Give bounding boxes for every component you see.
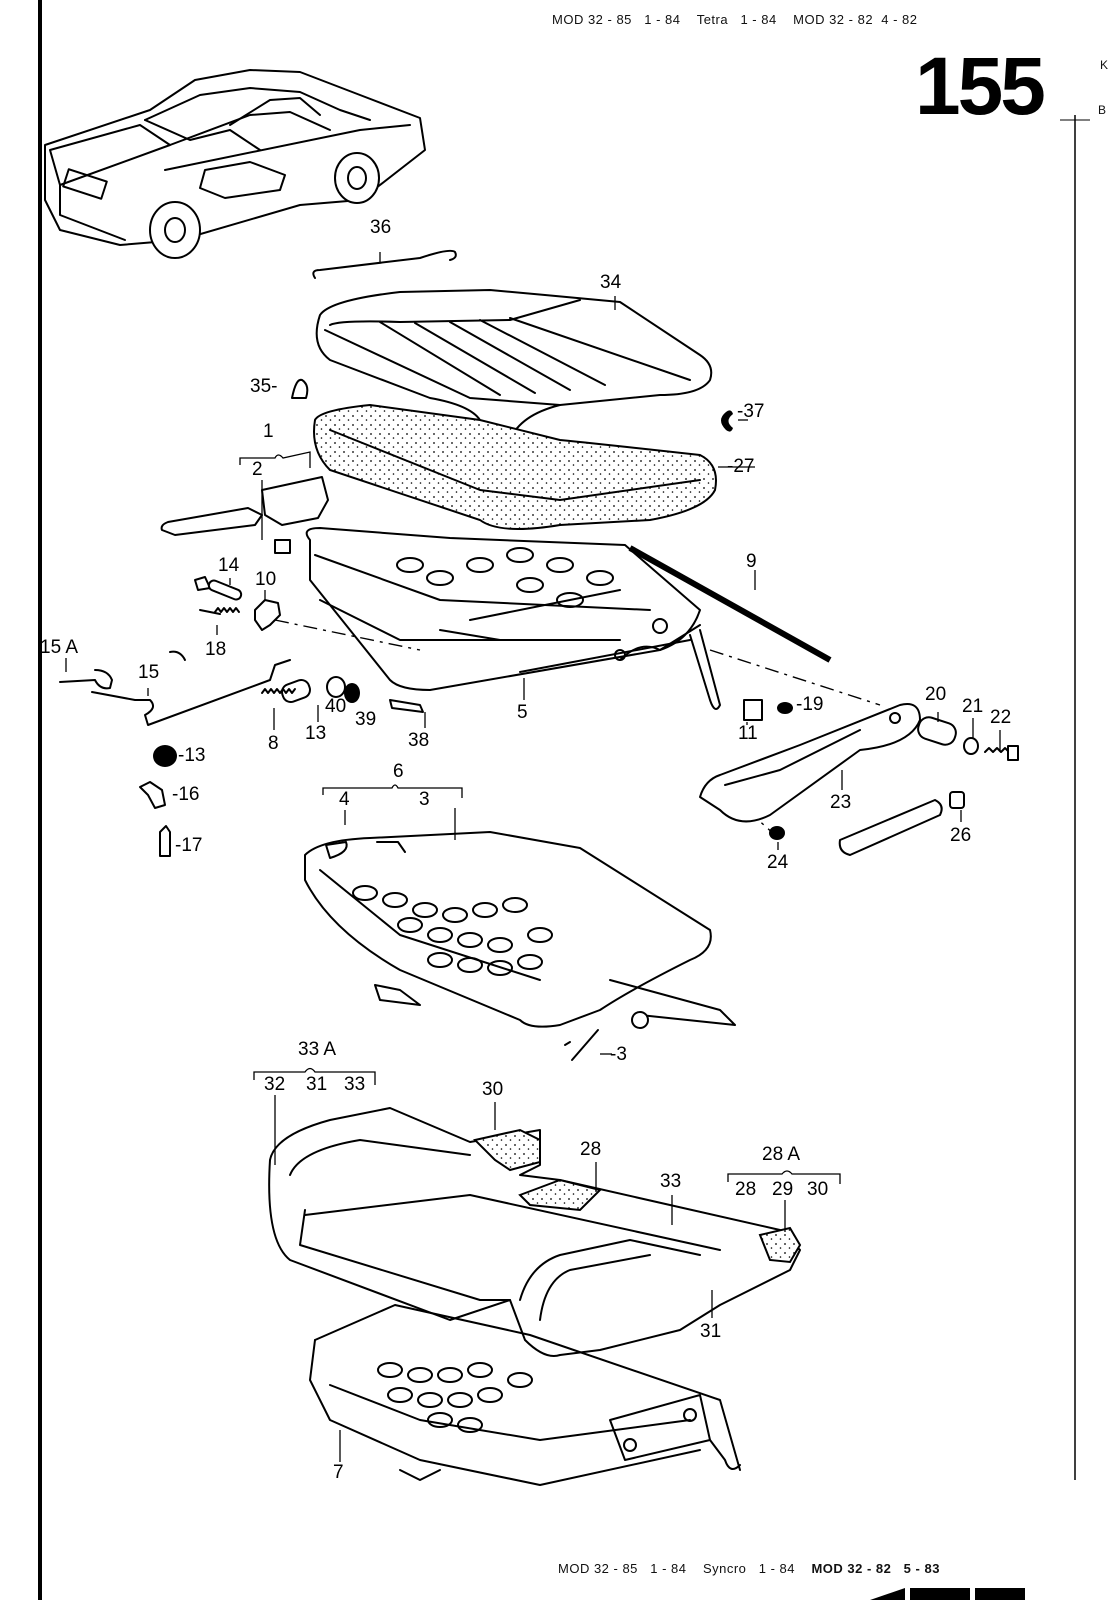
callout-30-group: 30	[807, 1179, 829, 1200]
part-36-wire	[312, 249, 457, 279]
callout-2: 2	[252, 459, 263, 480]
callout-3-spring: -3	[610, 1044, 627, 1065]
footer-bar-mark	[975, 1588, 1025, 1600]
car-locator-illustration	[44, 69, 426, 259]
callout-14: 14	[218, 555, 240, 576]
callout-21: 21	[962, 696, 984, 717]
part-7-seat-frame-lower	[309, 1304, 741, 1486]
part-34-seat-cover	[315, 289, 713, 445]
callout-17: -17	[175, 835, 203, 856]
callout-37: -37	[737, 401, 765, 422]
callout-27: -27	[727, 456, 755, 477]
callout-20: 20	[925, 684, 947, 705]
callout-36: 36	[370, 217, 392, 238]
callout-39: 39	[355, 709, 377, 730]
callout-22: 22	[990, 707, 1012, 728]
part-1-side-trim	[160, 451, 329, 554]
part-19-bolt	[777, 702, 793, 714]
part-5-seat-frame	[305, 527, 721, 710]
footer-bar-mark	[910, 1588, 970, 1600]
left-hardware-parts	[169, 576, 424, 713]
callout-15a: 15 A	[40, 637, 79, 658]
callout-28: 28	[580, 1139, 602, 1160]
callout-11: 11	[738, 723, 758, 744]
footer-triangle-mark	[870, 1588, 905, 1600]
part-24-screw	[769, 826, 785, 840]
part-26-tube	[838, 799, 943, 856]
part-2-clip	[274, 539, 291, 554]
model-header-bottom: MOD 32 - 85 1 - 84 Syncro 1 - 84 MOD 32 …	[558, 1561, 940, 1576]
part-13-bushing	[153, 745, 177, 767]
part-17-screw	[159, 825, 171, 857]
callout-10: 10	[255, 569, 277, 590]
model-header-bottom-a: MOD 32 - 85 1 - 84 Syncro 1 - 84	[558, 1561, 812, 1576]
callout-18: 18	[205, 639, 227, 660]
part-20-pin	[917, 716, 957, 746]
edge-letter-b: B	[1098, 103, 1107, 117]
callout-33-group: 33	[344, 1074, 366, 1095]
callout-7: 7	[333, 1462, 344, 1483]
callout-28a: 28 A	[762, 1144, 801, 1165]
callout-32: 32	[264, 1074, 286, 1095]
group-33a-brace	[253, 1067, 376, 1085]
page-number: 155	[915, 41, 1046, 132]
callout-6: 6	[393, 761, 404, 782]
callout-31-group: 31	[306, 1074, 328, 1095]
callout-3-group: 3	[419, 789, 430, 810]
callout-26: 26	[950, 825, 972, 846]
callout-40: 40	[325, 696, 347, 717]
group-6-brace	[322, 784, 463, 798]
callout-28-group: 28	[735, 1179, 757, 1200]
group-28a-brace	[727, 1170, 841, 1184]
part-16-bracket	[139, 781, 166, 809]
part-15-rod	[91, 659, 291, 726]
callout-23: 23	[830, 792, 852, 813]
part-21-washer	[963, 737, 979, 755]
callout-9: 9	[746, 551, 757, 572]
part-37-ring	[721, 410, 733, 432]
callout-33: 33	[660, 1171, 682, 1192]
callout-5: 5	[517, 702, 528, 723]
leader-lines	[65, 570, 1001, 1318]
callout-38: 38	[408, 730, 430, 751]
callout-1: 1	[263, 421, 274, 442]
callout-24: 24	[767, 852, 789, 873]
callout-15: 15	[138, 662, 160, 683]
part-15a-handle	[59, 669, 113, 690]
part-23-side-cover	[699, 703, 921, 823]
callout-35: 35-	[250, 376, 278, 397]
callout-16: -16	[172, 784, 200, 805]
callout-33a: 33 A	[298, 1039, 337, 1060]
callout-4: 4	[339, 789, 350, 810]
part-35-clip	[291, 378, 309, 399]
callout-8: 8	[268, 733, 279, 754]
part-33a-upholstery	[268, 1107, 802, 1357]
callout-19: -19	[796, 694, 824, 715]
callout-29: 29	[772, 1179, 794, 1200]
callout-34: 34	[600, 272, 622, 293]
part-6-seat-pan	[304, 831, 736, 1061]
callout-31: 31	[700, 1321, 722, 1342]
part-9-rail	[628, 545, 832, 663]
model-header-top: MOD 32 - 85 1 - 84 Tetra 1 - 84 MOD 32 -…	[552, 12, 918, 27]
edge-letter-k: K	[1100, 58, 1109, 72]
part-27-foam-cushion	[313, 403, 717, 530]
callout-30: 30	[482, 1079, 504, 1100]
model-header-bottom-b: MOD 32 - 82 5 - 83	[811, 1561, 940, 1576]
part-11-nut	[743, 699, 763, 721]
callout-13-upper: 13	[305, 723, 327, 744]
callout-13-lower: -13	[178, 745, 206, 766]
